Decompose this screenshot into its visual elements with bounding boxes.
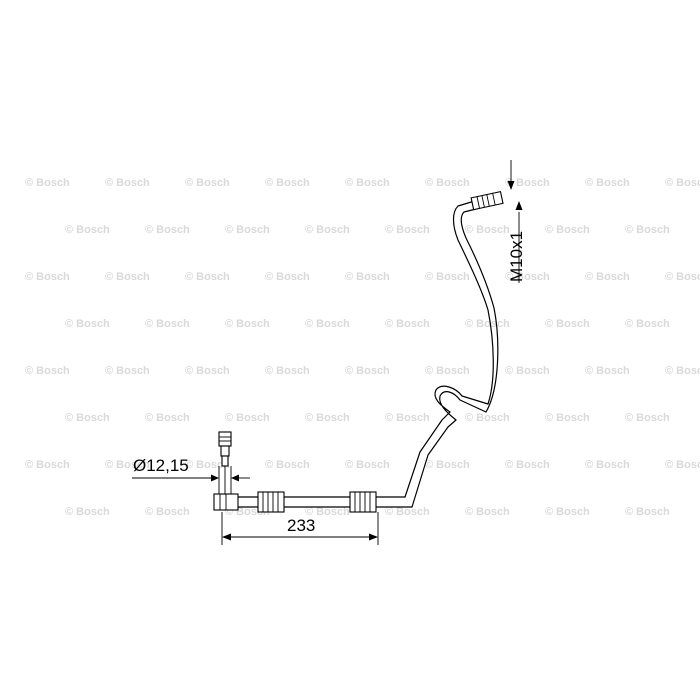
watermark-text: © Bosch — [265, 271, 310, 283]
lower-fitting — [213, 491, 377, 513]
watermark-text: © Bosch — [265, 177, 310, 189]
watermark-text: © Bosch — [505, 459, 550, 471]
watermark-text: © Bosch — [665, 177, 700, 189]
watermark-text: © Bosch — [305, 506, 350, 518]
watermark-text: © Bosch — [105, 459, 150, 471]
watermark-text: © Bosch — [625, 224, 670, 236]
watermark-text: © Bosch — [585, 271, 630, 283]
diameter-dimension: Ø12,15 — [132, 456, 250, 482]
watermark-text: © Bosch — [465, 506, 510, 518]
watermark-text: © Bosch — [385, 412, 430, 424]
watermark-text: © Bosch — [265, 365, 310, 377]
watermark-text: © Bosch — [105, 177, 150, 189]
watermark-text: © Bosch — [225, 412, 270, 424]
watermark-text: © Bosch — [505, 365, 550, 377]
watermark-text: © Bosch — [425, 459, 470, 471]
watermark-text: © Bosch — [385, 506, 430, 518]
watermark-text: © Bosch — [145, 318, 190, 330]
watermark-text: © Bosch — [465, 224, 510, 236]
thread-dimension: M10x1 — [507, 160, 526, 283]
watermark-text: © Bosch — [65, 318, 110, 330]
watermark-text: © Bosch — [225, 318, 270, 330]
watermark-text: © Bosch — [505, 271, 550, 283]
watermark-text: © Bosch — [665, 271, 700, 283]
watermark-text: © Bosch — [585, 459, 630, 471]
watermark-text: © Bosch — [625, 318, 670, 330]
watermark-text: © Bosch — [65, 412, 110, 424]
watermark-text: © Bosch — [345, 365, 390, 377]
watermark-text: © Bosch — [105, 271, 150, 283]
watermark-text: © Bosch — [25, 177, 70, 189]
watermark-text: © Bosch — [545, 224, 590, 236]
watermark-text: © Bosch — [545, 318, 590, 330]
watermark-text: © Bosch — [385, 224, 430, 236]
watermark-text: © Bosch — [25, 365, 70, 377]
watermark-text: © Bosch — [625, 412, 670, 424]
watermark-layer: © Bosch © Bosch © Bosch © Bosch © Bosch © Bos… — [25, 177, 700, 518]
watermark-text: © Bosch — [65, 506, 110, 518]
watermark-text: © Bosch — [25, 271, 70, 283]
watermark-text: © Bosch — [185, 365, 230, 377]
watermark-text: © Bosch — [145, 224, 190, 236]
watermark-text: © Bosch — [345, 271, 390, 283]
watermark-text: © Bosch — [345, 177, 390, 189]
watermark-text: © Bosch — [145, 506, 190, 518]
watermark-text: © Bosch — [425, 177, 470, 189]
watermark-text: © Bosch — [65, 224, 110, 236]
upper-fitting — [470, 190, 504, 211]
watermark-text: © Bosch — [425, 365, 470, 377]
watermark-text: © Bosch — [145, 412, 190, 424]
watermark-text: © Bosch — [665, 459, 700, 471]
banjo-bolt — [218, 431, 232, 494]
watermark-text: © Bosch — [105, 365, 150, 377]
watermark-text: © Bosch — [265, 459, 310, 471]
length-label: 233 — [287, 516, 315, 535]
length-dimension: 233 — [221, 512, 379, 545]
watermark-text: © Bosch — [305, 318, 350, 330]
watermark-text: © Bosch — [225, 224, 270, 236]
watermark-text: © Bosch — [545, 412, 590, 424]
watermark-text: © Bosch — [465, 318, 510, 330]
watermark-text: © Bosch — [505, 177, 550, 189]
watermark-text: © Bosch — [185, 271, 230, 283]
watermark-text: © Bosch — [305, 412, 350, 424]
diameter-label: Ø12,15 — [133, 456, 189, 475]
watermark-text: © Bosch — [345, 459, 390, 471]
watermark-text: © Bosch — [25, 459, 70, 471]
watermark-text: © Bosch — [185, 177, 230, 189]
watermark-text: © Bosch — [665, 365, 700, 377]
watermark-text: © Bosch — [465, 412, 510, 424]
thread-label: M10x1 — [507, 231, 526, 282]
watermark-text: © Bosch — [585, 365, 630, 377]
watermark-text: © Bosch — [545, 506, 590, 518]
watermark-text: © Bosch — [625, 506, 670, 518]
watermark-text: © Bosch — [585, 177, 630, 189]
watermark-text: © Bosch — [305, 224, 350, 236]
watermark-text: © Bosch — [425, 271, 470, 283]
watermark-text: © Bosch — [385, 318, 430, 330]
